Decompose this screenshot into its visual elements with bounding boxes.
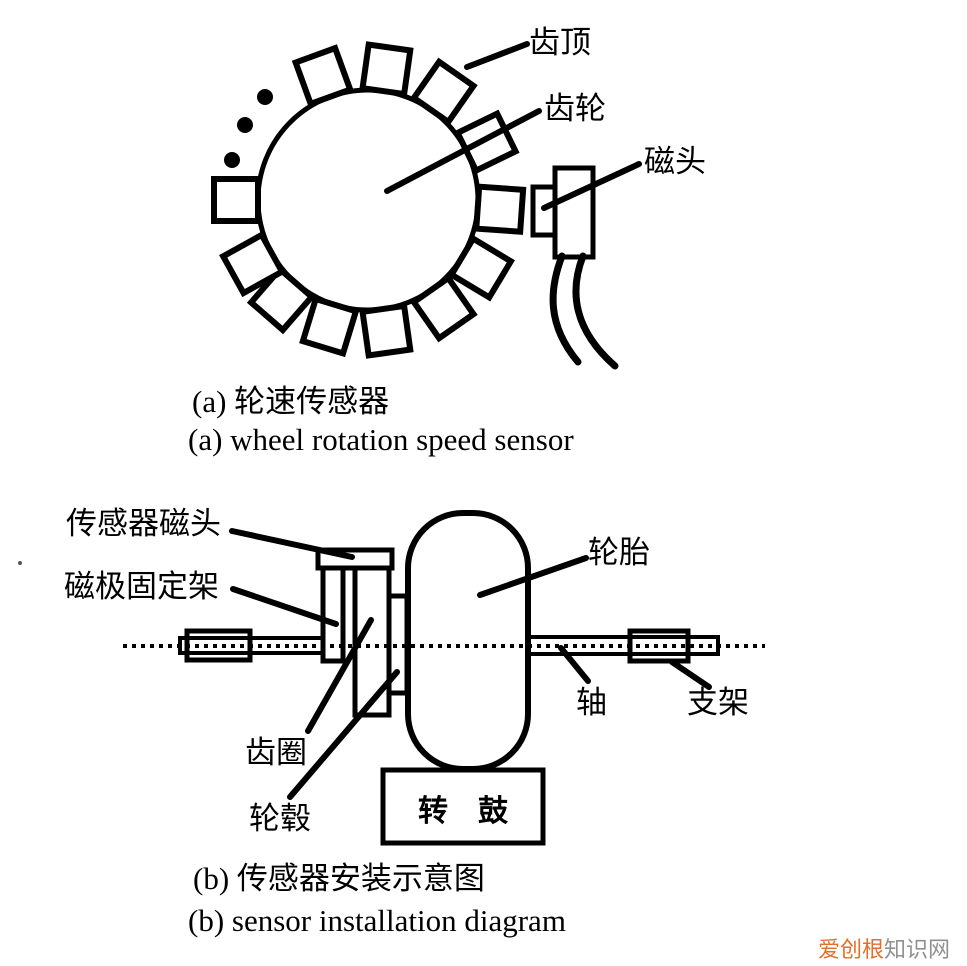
- scan-speck: [18, 561, 22, 565]
- label-sensor-head: 传感器磁头: [66, 506, 221, 541]
- leader-bracket: [669, 659, 712, 690]
- leader-axle: [558, 645, 591, 684]
- leader-sensor-head: [229, 528, 355, 560]
- magnetic-head-shape: [530, 165, 596, 260]
- caption-b-zh: (b) 传感器安装示意图: [193, 861, 485, 896]
- label-tooth-top: 齿顶: [529, 25, 591, 60]
- gear-tooth: [409, 57, 478, 127]
- leader-gear: [384, 108, 542, 194]
- installation-figure: [18, 510, 765, 846]
- label-pole-bracket: 磁极固定架: [64, 569, 219, 604]
- watermark-suffix: 知识网: [883, 937, 950, 962]
- label-axle: 轴: [576, 685, 607, 720]
- gear-tooth: [359, 302, 414, 359]
- label-hub: 轮毂: [249, 801, 311, 836]
- gear-teeth: [211, 41, 527, 359]
- label-bracket: 支架: [687, 685, 749, 720]
- cable-wire: [549, 252, 582, 366]
- cable-wire: [572, 252, 619, 370]
- sensor-cables: [549, 252, 619, 370]
- tire-shape: [405, 510, 531, 772]
- caption-a-en: (a) wheel rotation speed sensor: [188, 422, 574, 457]
- gear-tooth: [447, 234, 515, 302]
- label-magnetic-head: 磁头: [644, 144, 706, 179]
- label-gear-ring: 齿圈: [245, 735, 307, 770]
- caption-b-en: (b) sensor installation diagram: [188, 903, 566, 938]
- leader-magnetic-head: [541, 161, 642, 211]
- gear-tooth: [246, 264, 316, 335]
- continuation-dots: [224, 89, 273, 168]
- gear-tooth: [409, 273, 478, 343]
- leader-lines-a: [384, 41, 642, 211]
- leader-pole-bracket: [230, 586, 339, 627]
- gear-tooth: [291, 44, 355, 108]
- leader-gear-ring: [305, 617, 374, 734]
- site-watermark: 爱创根知识网: [818, 932, 950, 964]
- gear-tooth: [299, 295, 360, 358]
- label-tire: 轮胎: [588, 535, 650, 570]
- drum-shape: [380, 767, 546, 846]
- caption-a-zh: (a) 轮速传感器: [192, 384, 390, 419]
- label-drum: 转 鼓: [418, 795, 508, 828]
- magnetic-head-body: [552, 165, 596, 260]
- leader-lines-b: [229, 528, 712, 800]
- gear-tooth: [211, 176, 261, 224]
- label-gear: 齿轮: [544, 91, 606, 126]
- leader-hub: [287, 669, 400, 800]
- gear-tooth: [473, 183, 527, 235]
- gear-wheel-figure: [211, 41, 642, 370]
- watermark-brand: 爱创根: [817, 937, 884, 962]
- leader-tooth-top: [464, 41, 530, 70]
- gear-tooth: [359, 41, 414, 98]
- leader-tire: [477, 555, 589, 598]
- gear-tooth: [219, 230, 287, 298]
- pole-bracket-shape: [320, 565, 346, 664]
